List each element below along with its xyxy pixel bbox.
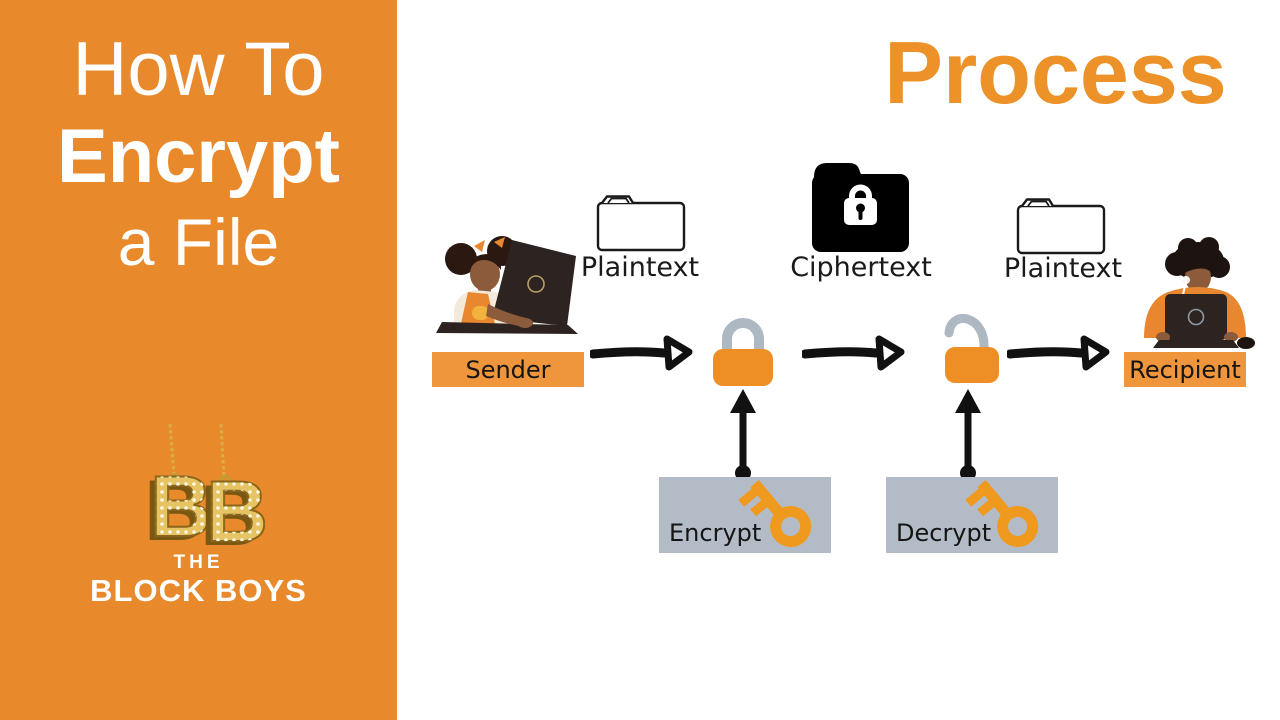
mouse-icon [1237, 337, 1255, 349]
flow-arrow-3 [1007, 335, 1110, 371]
pendant-bail-icon [169, 473, 181, 485]
section-heading: Process [884, 23, 1227, 122]
laptop-icon [492, 240, 576, 326]
ciphertext-folder-icon [812, 163, 909, 252]
gold-chain-icon [219, 423, 226, 478]
page-title: How To Encrypt a File [0, 26, 397, 284]
title-line-1: How To [72, 27, 325, 112]
hair-bow-icon [474, 240, 485, 252]
sidebar: How To Encrypt a File B B B B B B [0, 0, 397, 720]
gold-chain-icon [168, 423, 176, 476]
white-padlock-icon [849, 184, 872, 200]
earbud-icon [1182, 276, 1190, 284]
logo-letter-b-shadow: B [144, 463, 206, 559]
flow-arrow-2 [802, 335, 905, 371]
logo-letter-b-shadow: B [200, 468, 262, 564]
encrypt-panel: Encrypt [659, 477, 831, 553]
title-line-3: a File [117, 205, 280, 279]
decrypt-panel: Decrypt [886, 477, 1058, 553]
hair-bow-icon [494, 237, 505, 248]
sender-label: Sender [432, 352, 584, 387]
logo-letter-b: B [150, 459, 212, 555]
key-icon [738, 480, 812, 547]
decrypt-arrow [955, 389, 981, 481]
logo-tagline-block-boys: BLOCK BOYS [90, 573, 307, 608]
logo-letter-b-diamonds: B [206, 464, 268, 560]
encrypt-arrow [730, 389, 756, 481]
logo-letter-b: B [206, 464, 268, 560]
plaintext-label-left: Plaintext [580, 252, 700, 283]
recipient-illustration [1144, 237, 1255, 349]
logo-tagline-the: THE [173, 552, 224, 573]
sender-illustration [436, 236, 578, 334]
pendant-bail-icon [219, 475, 231, 487]
encrypt-label: Encrypt [669, 519, 762, 547]
block-boys-logo: B B B B B B [144, 423, 269, 564]
open-padlock-icon [944, 314, 999, 383]
key-icon [965, 480, 1039, 547]
decrypt-label: Decrypt [896, 519, 992, 547]
recipient-label: Recipient [1124, 352, 1246, 387]
logo-letter-b-diamonds: B [150, 459, 212, 555]
plaintext-folder-icon-right [1016, 198, 1106, 255]
title-line-2: Encrypt [57, 114, 340, 199]
closed-padlock-icon [713, 318, 773, 386]
ciphertext-label: Ciphertext [790, 252, 932, 283]
laptop-icon [1165, 294, 1227, 340]
plaintext-label-right: Plaintext [1003, 253, 1123, 284]
plaintext-folder-icon-left [596, 195, 686, 252]
flow-arrow-1 [590, 335, 693, 371]
